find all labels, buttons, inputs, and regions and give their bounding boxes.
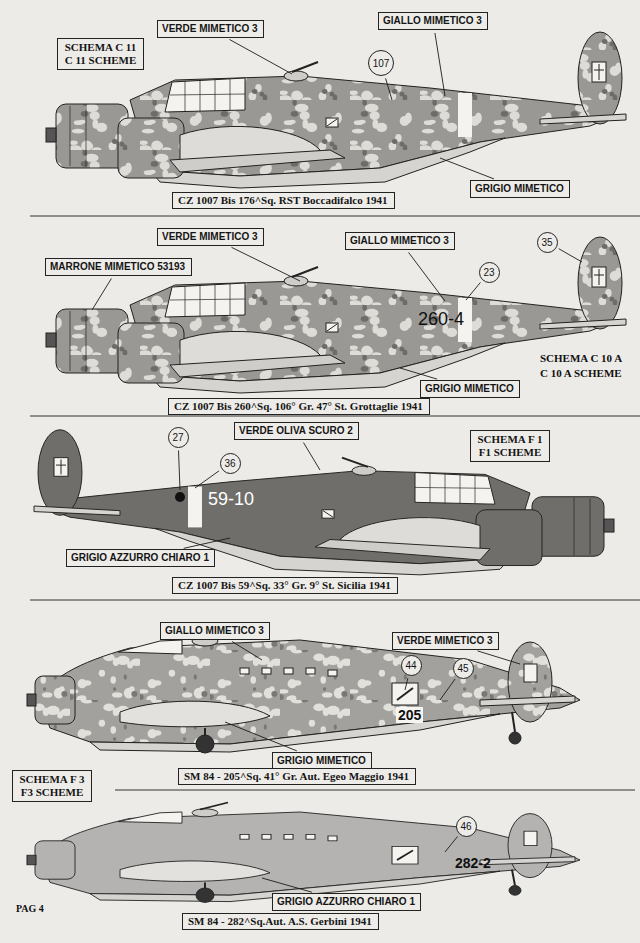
leader-line [445, 837, 458, 852]
label-text: VERDE MIMETICO 3 [162, 231, 259, 243]
caption-box: SM 84 - 282^Sq.Aut. A.S. Gerbini 1941 [182, 913, 379, 930]
aircraft-code: 260-4 [418, 309, 464, 329]
leader-line [405, 678, 408, 690]
callout-number: 44 [401, 655, 422, 676]
profile-cz-176 [46, 32, 626, 188]
scheme-title: C 10 A SCHEME [540, 367, 622, 380]
label-text: GIALLO MIMETICO 3 [383, 15, 483, 27]
label-text: GIALLO MIMETICO 3 [350, 235, 450, 247]
callout-number: 36 [220, 453, 241, 474]
callout-number: 107 [368, 50, 394, 76]
colour-label-box: GIALLO MIMETICO 3 [160, 622, 270, 640]
colour-label-box: GRIGIO AZZURRO CHIARO 1 [66, 549, 215, 567]
label-text: C 11 SCHEME [64, 54, 137, 67]
callout-number: 35 [537, 232, 558, 253]
colour-label-box: VERDE MIMETICO 3 [157, 20, 264, 38]
leader-line [184, 538, 230, 548]
leader-line [400, 368, 437, 379]
scheme-title: SCHEMA C 10 A [540, 352, 622, 365]
callout-number: 23 [479, 262, 500, 283]
label-text: SM 84 - 282^Sq.Aut. A.S. Gerbini 1941 [188, 915, 373, 928]
leader-line [195, 471, 219, 488]
label-text: SCHEMA C 11 [64, 41, 137, 54]
callout-number: 46 [456, 816, 477, 837]
leader-line [478, 651, 520, 664]
label-text: MARRONE MIMETICO 53193 [50, 261, 187, 273]
leader-line [409, 252, 445, 301]
leader-line [92, 279, 111, 310]
leader-line [440, 679, 455, 700]
label-text: 44 [405, 660, 416, 671]
label-text: VERDE MIMETICO 3 [397, 635, 494, 647]
label-text: GRIGIO MIMETICO [475, 183, 565, 195]
label-text: GRIGIO AZZURRO CHIARO 1 [71, 552, 210, 564]
label-text: 45 [457, 663, 468, 674]
leader-line [229, 39, 292, 74]
leader-line [435, 33, 445, 96]
label-text: 27 [172, 432, 183, 443]
label-text: CZ 1007 Bis 59^Sq. 33° Gr. 9° St. Sicili… [178, 579, 392, 592]
label-text: 46 [460, 821, 471, 832]
leader-line [303, 443, 320, 470]
profile-sm-205 [27, 628, 580, 753]
label-text: F3 SCHEME [19, 786, 85, 799]
callout-number: 45 [453, 658, 474, 679]
label-text: 107 [373, 58, 390, 69]
colour-label-box: VERDE MIMETICO 3 [392, 632, 499, 650]
colour-label-box: VERDE MIMETICO 3 [157, 228, 264, 246]
leader-line [440, 158, 494, 179]
label-text: GRIGIO AZZURRO CHIARO 1 [277, 896, 416, 908]
label-text: 23 [483, 267, 494, 278]
profile-cz-260 [46, 237, 626, 393]
colour-label-box: GRIGIO AZZURRO CHIARO 1 [272, 893, 421, 911]
page-number: PAG 4 [16, 903, 44, 914]
colour-label-box: GIALLO MIMETICO 3 [345, 232, 455, 250]
label-text: GRIGIO MIMETICO [425, 383, 515, 395]
colour-label-box: GIALLO MIMETICO 3 [378, 12, 488, 30]
label-text: SCHEMA F 3 [19, 773, 85, 786]
label-text: CZ 1007 Bis 260^Sq. 106° Gr. 47° St. Gro… [174, 400, 424, 413]
label-text: VERDE MIMETICO 3 [162, 23, 259, 35]
scheme-title-box: SCHEMA F 1F1 SCHEME [470, 430, 550, 462]
label-text: CZ 1007 Bis 176^Sq. RST Boccadifalco 194… [178, 194, 389, 207]
leader-line [386, 78, 392, 100]
label-text: GIALLO MIMETICO 3 [165, 625, 265, 637]
scheme-title-box: SCHEMA C 11C 11 SCHEME [57, 38, 144, 70]
leader-line [559, 249, 582, 262]
label-text: SM 84 - 205^Sq. 41° Gr. Aut. Egeo Maggio… [184, 770, 410, 783]
label-text: F1 SCHEME [477, 446, 543, 459]
label-text: SCHEMA F 1 [477, 433, 543, 446]
colour-label-box: VERDE OLIVA SCURO 2 [234, 422, 359, 440]
label-text: VERDE OLIVA SCURO 2 [239, 425, 354, 437]
profile-sm-282 [27, 802, 580, 902]
roundel [175, 492, 185, 502]
callout-number: 27 [168, 427, 189, 448]
leader-line [466, 282, 480, 300]
colour-label-box: MARRONE MIMETICO 53193 [45, 258, 192, 276]
aircraft-code: 282-2 [455, 855, 491, 871]
caption-box: CZ 1007 Bis 59^Sq. 33° Gr. 9° St. Sicili… [172, 577, 398, 594]
colour-label-box: GRIGIO MIMETICO [470, 180, 570, 198]
caption-box: SM 84 - 205^Sq. 41° Gr. Aut. Egeo Maggio… [178, 768, 416, 785]
aircraft-code: 205 [396, 707, 423, 723]
leader-line [231, 247, 300, 281]
label-text: GRIGIO MIMETICO [277, 755, 367, 767]
label-text: 36 [224, 458, 235, 469]
caption-box: CZ 1007 Bis 260^Sq. 106° Gr. 47° St. Gro… [168, 398, 430, 415]
aircraft-code: 59-10 [208, 489, 254, 509]
leader-line [225, 722, 297, 751]
colour-label-box: GRIGIO MIMETICO [420, 380, 520, 398]
scheme-title-box: SCHEMA F 3F3 SCHEME [12, 770, 92, 802]
leader-line [179, 450, 180, 490]
caption-box: CZ 1007 Bis 176^Sq. RST Boccadifalco 194… [172, 192, 395, 209]
label-text: 35 [541, 237, 552, 248]
profile-cz-59 [34, 430, 614, 575]
leader-line [262, 878, 312, 892]
leader-line [232, 642, 262, 660]
